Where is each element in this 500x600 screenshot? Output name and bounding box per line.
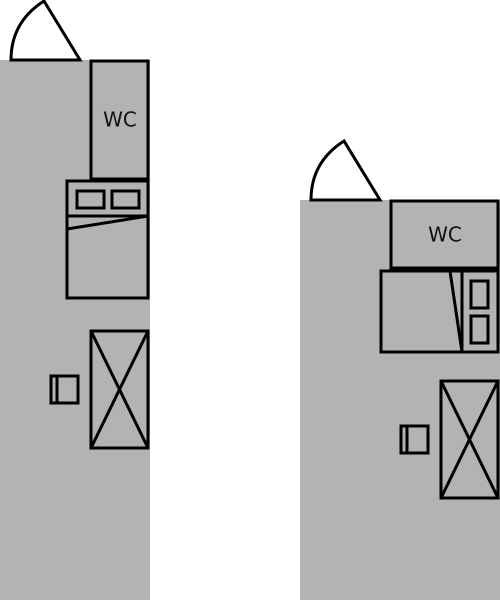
wc-label: WC — [428, 223, 462, 247]
bed-icon — [65, 179, 150, 300]
wc-room: WC — [89, 59, 150, 181]
door-swing-icon — [309, 138, 383, 202]
chair-icon — [399, 424, 430, 455]
bed-icon — [379, 269, 500, 354]
room-2: WC — [300, 138, 500, 600]
room-1: WC — [0, 0, 150, 600]
door-swing-icon — [9, 0, 83, 62]
wc-label: WC — [103, 108, 137, 132]
wc-room: WC — [389, 199, 500, 270]
chair-icon — [49, 374, 80, 405]
wardrobe-icon — [439, 379, 500, 500]
wardrobe-icon — [89, 329, 150, 450]
